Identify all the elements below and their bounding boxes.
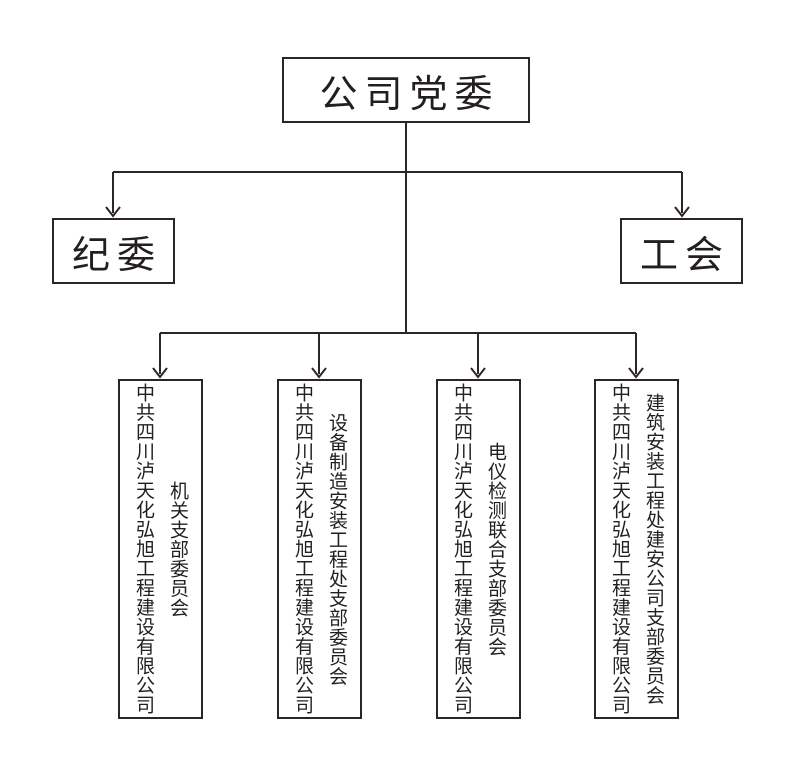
arrowhead-branch-4: [628, 367, 644, 379]
node-label: 工会: [639, 234, 730, 277]
arrowhead-gonghui: [674, 206, 690, 218]
node-label: 纪委: [71, 234, 162, 277]
arrowhead-branch-2: [311, 367, 327, 379]
arrowhead-branch-1: [152, 367, 168, 379]
node-branch-organ: 中共四川泸天化弘旭工程建设有限公司 机关支部委员会: [118, 379, 203, 719]
branch-company-name: 中共四川泸天化弘旭工程建设有限公司: [451, 383, 472, 715]
node-branch-electrical-instrument-testing: 中共四川泸天化弘旭工程建设有限公司 电仪检测联合支部委员会: [436, 379, 521, 719]
branch-committee-name: 设备制造安装工程处支部委员会: [326, 412, 347, 686]
arrowhead-jiwei: [105, 206, 121, 218]
node-discipline-committee: 纪委: [52, 218, 175, 284]
node-label: 公司党委: [319, 73, 500, 116]
node-labor-union: 工会: [620, 218, 743, 284]
node-branch-equipment-manufacturing: 中共四川泸天化弘旭工程建设有限公司 设备制造安装工程处支部委员会: [277, 379, 362, 719]
branch-committee-name: 建筑安装工程处建安公司支部委员会: [643, 393, 664, 705]
node-company-party-committee: 公司党委: [282, 57, 530, 123]
arrowhead-branch-3: [470, 367, 486, 379]
branch-company-name: 中共四川泸天化弘旭工程建设有限公司: [609, 383, 630, 715]
branch-company-name: 中共四川泸天化弘旭工程建设有限公司: [133, 383, 154, 715]
node-branch-construction-installation: 中共四川泸天化弘旭工程建设有限公司 建筑安装工程处建安公司支部委员会: [594, 379, 679, 719]
branch-company-name: 中共四川泸天化弘旭工程建设有限公司: [292, 383, 313, 715]
branch-committee-name: 机关支部委员会: [167, 480, 188, 618]
branch-committee-name: 电仪检测联合支部委员会: [485, 441, 506, 657]
